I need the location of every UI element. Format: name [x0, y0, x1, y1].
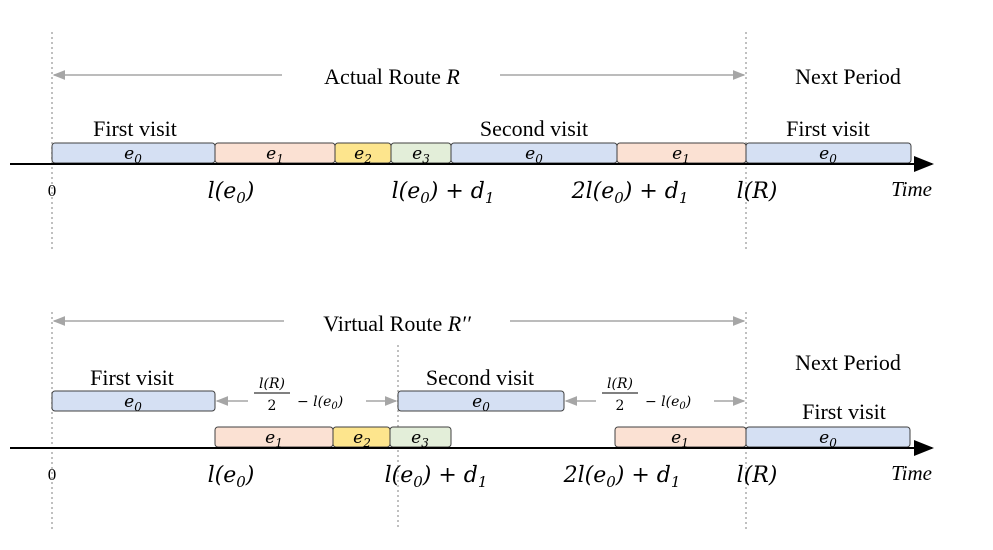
top-label-first-visit: First visit: [93, 116, 177, 141]
gap-formula-first: l(R) 2 − l(e0): [215, 376, 398, 414]
top-title: Actual Route R: [324, 64, 460, 89]
top-tick-0: 0: [48, 181, 57, 200]
top-tick-lR: l(R): [737, 179, 778, 204]
bottom-block-e0-first-label: e0: [124, 392, 142, 414]
bottom-block-e2-label: e2: [353, 428, 371, 450]
top-axis-label: Time: [891, 177, 932, 201]
top-tick-2le0-d1: 2l(e0) + d1: [571, 179, 689, 207]
gap-second-denominator: 2: [616, 398, 625, 414]
bottom-tick-2le0-d1: 2l(e0) + d1: [563, 463, 681, 491]
top-block-e0-first-label: e0: [124, 144, 142, 166]
top-tick-le0: l(e0): [208, 179, 255, 207]
bottom-tick-le0: l(e0): [208, 463, 255, 491]
top-block-e0-second-label: e0: [525, 144, 543, 166]
bottom-block-e1-first-label: e1: [265, 428, 283, 450]
bottom-block-e1-second-label: e1: [671, 428, 689, 450]
top-next-period: Next Period: [795, 64, 901, 89]
gap-formula-second: l(R) 2 − l(e0): [564, 376, 746, 414]
gap-first-denominator: 2: [268, 398, 277, 414]
bottom-block-e0-first: [51, 390, 216, 412]
bottom-label-first-visit: First visit: [90, 365, 174, 390]
top-block-e2-label: e2: [354, 144, 372, 166]
gap-first-rest: − l(e0): [297, 394, 343, 412]
bottom-label-second-visit: Second visit: [426, 365, 534, 390]
guide-lines: [51, 32, 747, 530]
top-panel: Actual Route R Next Period First visit S…: [10, 64, 934, 207]
gap-second-rest: − l(e0): [645, 394, 691, 412]
gap-second-numerator: l(R): [607, 376, 633, 392]
top-block-e0-next-label: e0: [819, 144, 837, 166]
top-block-e1-second-label: e1: [672, 144, 690, 166]
bottom-title: Virtual Route R′′: [323, 311, 472, 336]
gap-first-numerator: l(R): [259, 376, 285, 392]
bottom-tick-le0-d1: l(e0) + d1: [385, 463, 488, 491]
bottom-label-first-visit-next: First visit: [802, 399, 886, 424]
top-label-first-visit-next: First visit: [786, 116, 870, 141]
top-block-e3-label: e3: [412, 144, 430, 166]
top-block-e1-first-label: e1: [266, 144, 284, 166]
bottom-next-period: Next Period: [795, 350, 901, 375]
top-label-second-visit: Second visit: [480, 116, 588, 141]
bottom-panel: Virtual Route R′′ Next Period First visi…: [10, 311, 934, 491]
bottom-block-e3-label: e3: [411, 428, 429, 450]
bottom-block-e0-second-label: e0: [472, 392, 490, 414]
bottom-block-e0-second: [397, 390, 565, 412]
bottom-tick-0: 0: [48, 465, 57, 484]
bottom-axis-label: Time: [891, 461, 932, 485]
bottom-tick-lR: l(R): [737, 463, 778, 488]
bottom-block-e0-next-label: e0: [819, 428, 837, 450]
top-tick-le0-d1: l(e0) + d1: [392, 179, 495, 207]
